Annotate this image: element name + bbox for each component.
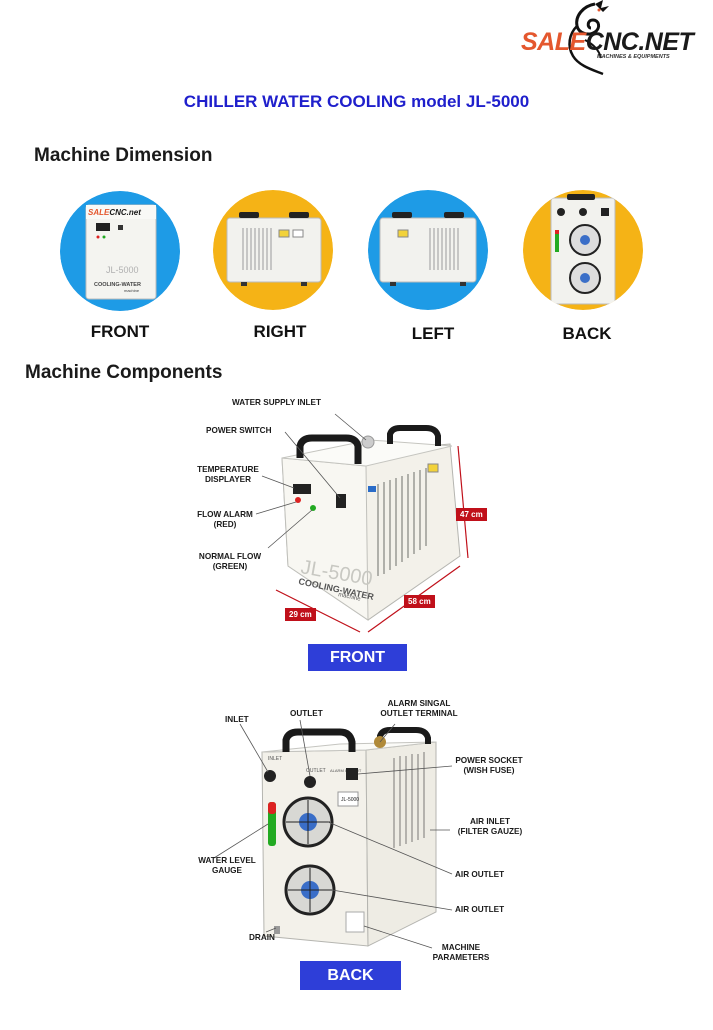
view-front-image: SALECNC.net JL-5000 COOLING-WATER machin… bbox=[60, 191, 180, 311]
callout-air-outlet-bottom: AIR OUTLET bbox=[455, 905, 505, 914]
view-right-image bbox=[213, 190, 333, 310]
svg-text:machine: machine bbox=[124, 288, 140, 293]
callout-power-socket: POWER SOCKET (WISH FUSE) bbox=[455, 756, 523, 775]
view-label-right: RIGHT bbox=[253, 322, 307, 341]
callout-normal-flow: NORMAL FLOW (GREEN) bbox=[198, 552, 262, 571]
callout-power-switch: POWER SWITCH bbox=[206, 426, 272, 435]
back-panel-alarm-text: ALARM OUTPUT bbox=[330, 768, 362, 773]
callout-outlet: OUTLET bbox=[290, 709, 323, 718]
front-banner: FRONT bbox=[308, 644, 407, 671]
back-machine-image: INLET OUTLET ALARM OUTPUT JL-5000 bbox=[213, 719, 453, 949]
dimension-width-tag: 29 cm bbox=[285, 608, 316, 621]
logo-tagline: MACHINES & EQUIPMENTS bbox=[597, 54, 670, 60]
section-heading-components: Machine Components bbox=[25, 362, 223, 383]
svg-text:COOLING-WATER: COOLING-WATER bbox=[94, 282, 141, 288]
back-panel-outlet-text: OUTLET bbox=[306, 768, 326, 774]
dragon-icon bbox=[568, 0, 609, 76]
svg-text:JL-5000: JL-5000 bbox=[106, 265, 139, 275]
document-title: CHILLER WATER COOLING model JL-5000 bbox=[183, 92, 530, 111]
svg-text:SALECNC.net: SALECNC.net bbox=[88, 208, 141, 217]
callout-flow-alarm: FLOW ALARM (RED) bbox=[197, 510, 253, 529]
callout-machine-parameters: MACHINE PARAMETERS bbox=[432, 943, 490, 962]
section-heading-dimension: Machine Dimension bbox=[34, 145, 213, 166]
front-machine-image: JL-5000 COOLING-WATER machine bbox=[255, 413, 469, 633]
callout-air-outlet-top: AIR OUTLET bbox=[455, 870, 505, 879]
back-panel-model-text: JL-5000 bbox=[341, 797, 359, 803]
callout-temperature-displayer: TEMPERATURE DISPLAYER bbox=[197, 465, 259, 484]
view-left-image bbox=[368, 190, 488, 310]
view-back-image bbox=[523, 190, 643, 310]
dimension-depth-tag: 58 cm bbox=[404, 595, 435, 608]
callout-water-level-gauge: WATER LEVEL GAUGE bbox=[198, 856, 256, 875]
view-label-front: FRONT bbox=[90, 322, 150, 341]
callout-water-supply-inlet: WATER SUPPLY INLET bbox=[232, 398, 322, 407]
callout-inlet: INLET bbox=[225, 715, 249, 724]
logo-wordmark: SALECNC.NET bbox=[521, 28, 694, 56]
callout-air-inlet: AIR INLET (FILTER GAUZE) bbox=[457, 817, 523, 836]
callout-drain: DRAIN bbox=[249, 933, 275, 942]
view-label-back: BACK bbox=[562, 324, 612, 343]
dimension-height-tag: 47 cm bbox=[456, 508, 487, 521]
callout-alarm-signal-terminal: ALARM SINGAL OUTLET TERMINAL bbox=[380, 699, 458, 718]
logo: SALECNC.NET MACHINES & EQUIPMENTS bbox=[505, 0, 713, 80]
view-label-left: LEFT bbox=[411, 324, 455, 343]
back-banner: BACK bbox=[300, 961, 401, 990]
back-panel-inlet-text: INLET bbox=[268, 756, 282, 762]
front-machine-sub-text: machine bbox=[338, 592, 362, 603]
